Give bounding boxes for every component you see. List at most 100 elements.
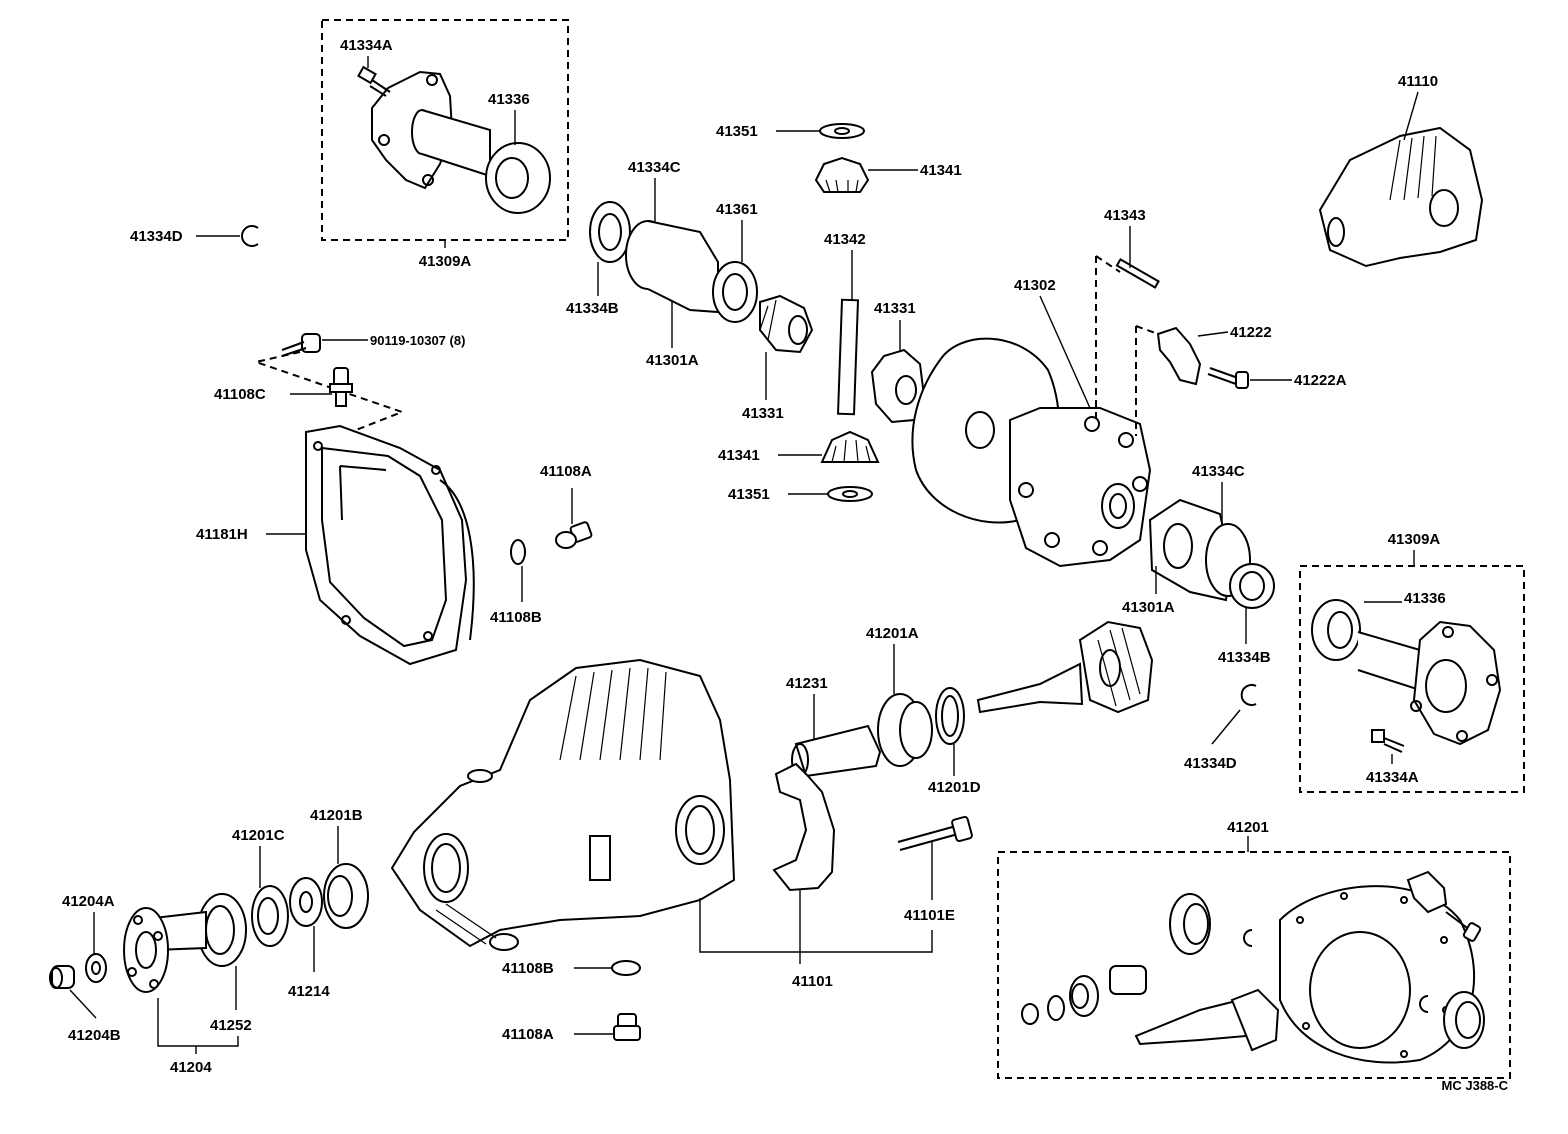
label-41252: 41252	[210, 1017, 252, 1034]
kit-41309a-right: 41309A 41336 41334A	[1299, 531, 1525, 793]
bearing-41336	[485, 142, 551, 214]
lock-plate-41222	[1156, 326, 1202, 386]
left-bearing-stack: 41334C 41361 41334B 41301A 41331	[566, 159, 814, 422]
label-41341-top: 41341	[920, 162, 962, 179]
ring-gear-kit	[1279, 885, 1475, 1064]
bolt-41334a-top	[357, 65, 391, 97]
label-41301a-right: 41301A	[1122, 599, 1175, 616]
carrier-assembly-41110: 41110	[1318, 73, 1484, 268]
bolt-41101e	[897, 815, 973, 851]
washer-41201d	[935, 687, 965, 745]
label-41342: 41342	[824, 231, 866, 248]
label-41204: 41204	[170, 1059, 212, 1076]
label-41201b: 41201B	[310, 807, 363, 824]
rear-cover-body	[305, 424, 468, 666]
label-41101e: 41101E	[904, 907, 955, 924]
nut-41204b	[51, 965, 75, 989]
label-41351-top: 41351	[716, 123, 758, 140]
lock-parts: 41343 41222 41222A	[1095, 207, 1347, 436]
label-41301a-top: 41301A	[646, 352, 699, 369]
carrier-housing-body	[390, 658, 736, 948]
label-41334c-right: 41334C	[1192, 463, 1245, 480]
label-41201c: 41201C	[232, 827, 285, 844]
clip-41334d-left: 41334D	[130, 225, 259, 247]
drive-pinion-gear	[1078, 620, 1154, 714]
label-41334a-right: 41334A	[1366, 769, 1419, 786]
label-41309a-right: 41309A	[1388, 531, 1441, 548]
label-41336-top: 41336	[488, 91, 530, 108]
label-41201a: 41201A	[866, 625, 919, 642]
drain-plug-mid: 41108A 41108B	[490, 463, 593, 626]
drive-pinion-parts: 41231 41201A 41201D	[786, 620, 1154, 796]
label-41108c: 41108C	[214, 386, 266, 403]
label-41334d-left: 41334D	[130, 228, 183, 245]
pinion-gear-41341-top	[814, 156, 870, 193]
oil-seal-41334b	[589, 201, 631, 263]
label-41222a: 41222A	[1294, 372, 1347, 389]
label-41110: 41110	[1398, 73, 1438, 90]
collapsible-spacer-41231	[794, 724, 882, 778]
right-bearing-stack: 41334C 41301A 41334B	[1122, 463, 1275, 666]
label-41343: 41343	[1104, 207, 1146, 224]
label-41108b-mid: 41108B	[490, 609, 542, 626]
flange-plate-right	[1412, 620, 1502, 746]
label-41331-lower: 41331	[742, 405, 784, 422]
bearing-cap-body	[772, 762, 836, 892]
drive-pinion-shaft	[976, 662, 1084, 714]
pinion-gear-41341-bottom	[820, 430, 880, 463]
label-41231: 41231	[786, 675, 828, 692]
shaft-41336	[421, 109, 491, 178]
diagram-code: MC J388-C	[1442, 1078, 1509, 1093]
label-90119-10307: 90119-10307 (8)	[370, 333, 465, 348]
carrier-housing-41101: 41101	[390, 658, 933, 990]
label-41309a-top: 41309A	[419, 253, 472, 270]
label-41214: 41214	[288, 983, 330, 1000]
label-41108b-bottom: 41108B	[502, 960, 554, 977]
spacer-41361	[712, 261, 758, 323]
oil-seal-41201b	[323, 863, 369, 929]
side-gear-41331-left	[759, 294, 814, 354]
shaft-41336-right	[1357, 631, 1421, 692]
kit-41201: 41201	[997, 819, 1511, 1079]
label-41334c-top: 41334C	[628, 159, 681, 176]
pinion-shaft-41342	[836, 298, 860, 416]
rear-cover-41181h: 41181H	[196, 424, 475, 666]
companion-flange-41204	[123, 907, 169, 993]
label-41336-right: 41336	[1404, 590, 1446, 607]
label-41341-bottom: 41341	[718, 447, 760, 464]
label-41204b: 41204B	[68, 1027, 121, 1044]
kit-box-41309a-right	[1299, 565, 1525, 793]
thrust-washer-41351-bottom	[827, 486, 873, 502]
clip-41334d-right: 41334D	[1184, 684, 1257, 772]
label-41334b-top: 41334B	[566, 300, 619, 317]
kit-41309a-top-left: 41309A 41334A 41336	[321, 19, 569, 270]
label-41201: 41201	[1227, 819, 1269, 836]
washer-41204a	[85, 953, 107, 983]
cover-bolt-and-plug: 90119-10307 (8) 41108C	[214, 333, 465, 431]
companion-flange-group: 41201B 41214 41201C 41252 41204A 41204B …	[49, 807, 369, 1076]
pin-41343	[1115, 258, 1160, 289]
pinion-set-center: 41351 41341 41342 41341 41351 41331	[716, 123, 962, 503]
bearing-41301a	[647, 220, 719, 314]
oil-seal-41334b-right	[1229, 563, 1275, 609]
label-41351-bottom: 41351	[728, 486, 770, 503]
label-41222: 41222	[1230, 324, 1272, 341]
differential-case-41302: 41302	[911, 277, 1152, 568]
label-41108a-mid: 41108A	[540, 463, 592, 480]
label-41108a-bottom: 41108A	[502, 1026, 554, 1043]
carrier-41110-body	[1318, 126, 1484, 268]
diff-case-body	[1009, 407, 1152, 568]
label-41334d-right: 41334D	[1184, 755, 1237, 772]
label-41181h: 41181H	[196, 526, 248, 543]
label-41334a-top: 41334A	[340, 37, 393, 54]
label-41334b-right: 41334B	[1218, 649, 1271, 666]
drain-plug-bottom: 41108B 41108A	[502, 960, 641, 1043]
bearing-41201c	[251, 885, 289, 947]
oil-slinger-41214	[289, 877, 323, 927]
label-41204a: 41204A	[62, 893, 115, 910]
bolt-41334a-right	[1371, 729, 1405, 753]
label-41331-upper: 41331	[874, 300, 916, 317]
gasket-41108b-mid	[510, 539, 526, 565]
